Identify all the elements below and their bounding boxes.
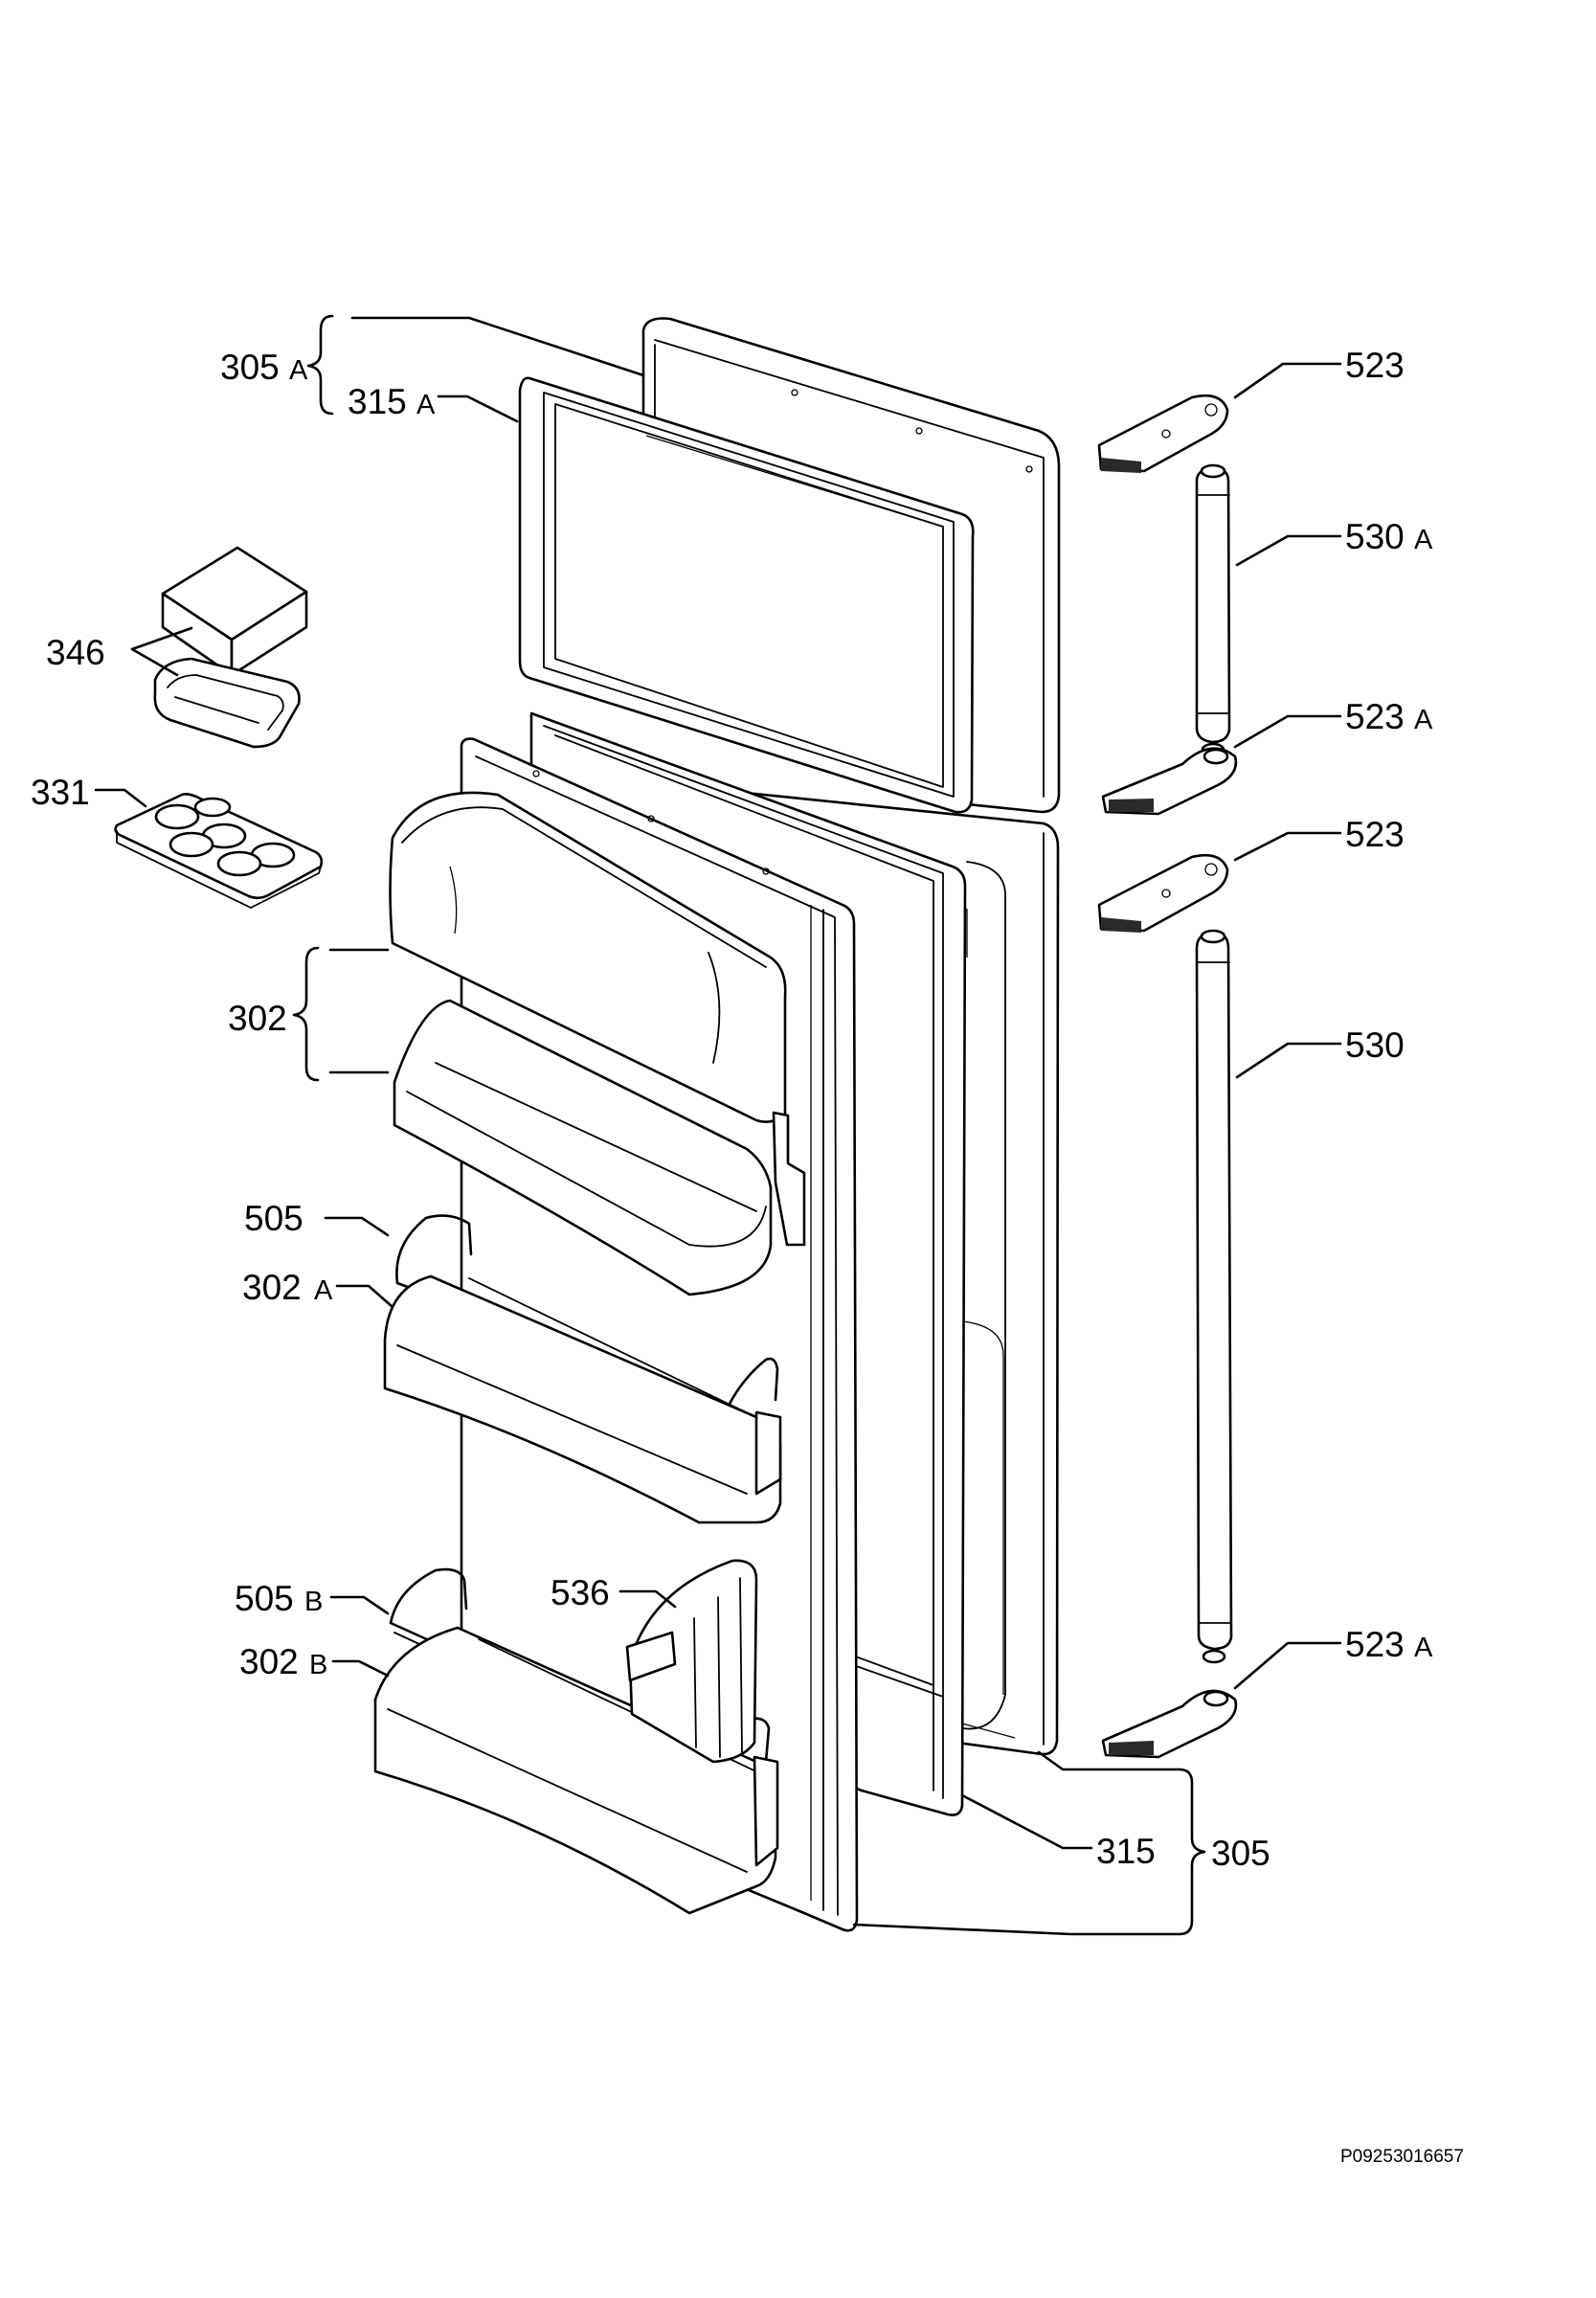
callout-505: 505 [244,1199,303,1238]
svg-text:305: 305 [220,348,280,387]
hinge-pin-short [1195,463,1231,757]
callout-505b: 505 B [235,1579,323,1618]
svg-text:A: A [314,1275,333,1306]
lower-door-bin [373,1626,779,1915]
callout-331: 331 [31,773,90,812]
callout-536: 536 [551,1573,610,1612]
svg-text:315: 315 [348,382,407,421]
svg-text:302: 302 [228,999,287,1038]
svg-text:523: 523 [1345,1625,1405,1664]
svg-text:523: 523 [1345,346,1405,385]
hinge-bracket-middle-a [1101,747,1238,816]
callout-530: 530 [1345,1025,1405,1065]
svg-text:B: B [309,1650,327,1680]
svg-text:536: 536 [551,1573,610,1612]
hinge-bracket-middle [1097,853,1229,933]
callout-302b: 302 B [239,1642,327,1681]
svg-text:530: 530 [1345,1025,1405,1065]
svg-text:346: 346 [46,633,105,672]
callout-523-top: 523 [1345,346,1405,385]
svg-text:530: 530 [1345,517,1405,556]
svg-text:A: A [289,355,308,386]
svg-text:A: A [1414,1633,1433,1663]
svg-text:302: 302 [239,1642,299,1681]
svg-text:505: 505 [235,1579,294,1618]
svg-text:A: A [416,390,436,420]
hinge-bracket-bottom-a [1101,1689,1238,1759]
svg-text:B: B [304,1587,323,1617]
drawing-reference-code: P09253016657 [1340,2147,1464,2167]
callout-346: 346 [46,633,105,672]
callout-523-middle: 523 [1345,815,1405,854]
callout-530a: 530 A [1345,517,1433,556]
bottle-divider [625,1559,758,1764]
egg-tray [114,793,324,909]
leader-lines [94,314,1342,1936]
callout-315: 315 [1096,1832,1156,1871]
upper-door-shelf-bin [393,999,806,1296]
svg-text:305: 305 [1211,1834,1270,1873]
callout-315a: 315 A [348,382,436,421]
svg-text:A: A [1414,705,1433,735]
svg-text:315: 315 [1096,1832,1156,1871]
hinge-bracket-top [1097,394,1229,473]
svg-text:A: A [1414,525,1433,555]
callout-305: 305 [1211,1834,1270,1873]
middle-door-bin [383,1274,782,1524]
callout-305a: 305 A [220,348,308,387]
svg-text:331: 331 [31,773,90,812]
svg-text:523: 523 [1345,697,1405,736]
ice-cube-tray [153,657,301,749]
svg-text:523: 523 [1345,815,1405,854]
ice-cube-tray-box [161,546,308,677]
upper-door-shelf-lid [389,791,787,1123]
callout-523a-upper: 523 A [1345,697,1433,736]
freezer-door-gasket [518,376,975,814]
callout-302: 302 [228,999,287,1038]
callout-302a: 302 A [242,1268,333,1307]
svg-text:505: 505 [244,1199,303,1238]
svg-text:302: 302 [242,1268,302,1307]
hinge-pin-long [1195,929,1233,1664]
callout-523a-lower: 523 A [1345,1625,1433,1664]
